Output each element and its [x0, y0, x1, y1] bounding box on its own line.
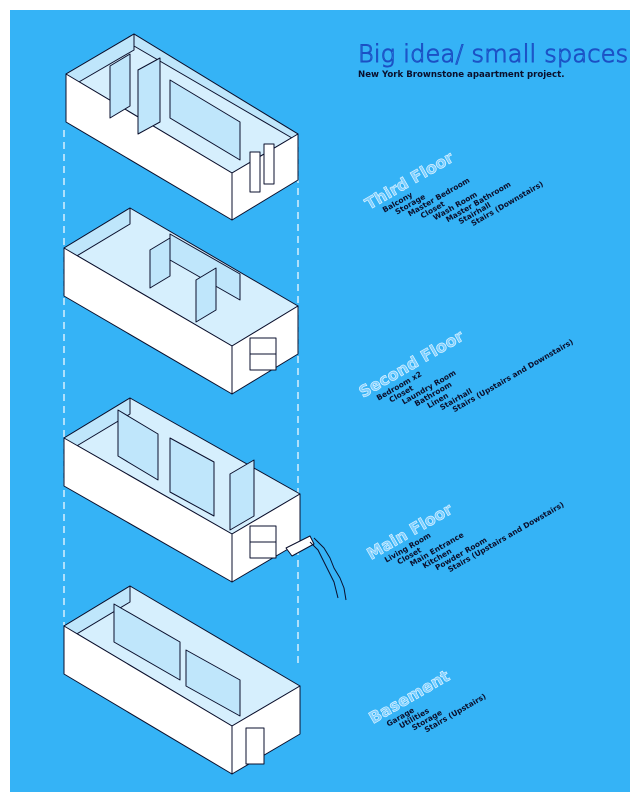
main-floor-model: [63, 397, 347, 601]
stairs-steps: [309, 541, 339, 599]
stairs-landing: [285, 535, 315, 557]
poster-canvas: Big idea/ small spaces New York Brownsto…: [10, 10, 630, 792]
basement-model: [63, 585, 301, 775]
basement-garage-door: [245, 727, 265, 765]
second-floor-partition-a: [149, 237, 171, 289]
third-floor-balcony-door: [249, 151, 261, 193]
basement-partition-b: [185, 649, 241, 717]
third-floor-partition-c: [169, 79, 241, 161]
third-floor-partition-a: [109, 53, 131, 119]
poster-subtitle: New York Brownstone apaartment project.: [358, 70, 565, 80]
alignment-guides: [63, 130, 299, 665]
main-floor-partition-c: [229, 459, 255, 531]
second-floor-partition-c: [195, 267, 217, 323]
basement-partition-a: [113, 603, 181, 681]
second-floor-model: [63, 207, 299, 395]
second-floor-partition-b: [169, 233, 241, 301]
poster-title: Big idea/ small spaces: [357, 40, 629, 69]
third-floor-partition-b: [137, 57, 161, 135]
stairs-outer-edge: [313, 537, 347, 601]
main-floor-partition-b: [169, 437, 215, 517]
isometric-floor-plans: [63, 33, 347, 775]
third-floor-model: [65, 33, 299, 221]
main-floor-entrance-stairs: [285, 535, 347, 601]
main-floor-partition-a: [117, 409, 159, 481]
third-floor-balcony-door-2: [263, 143, 275, 185]
